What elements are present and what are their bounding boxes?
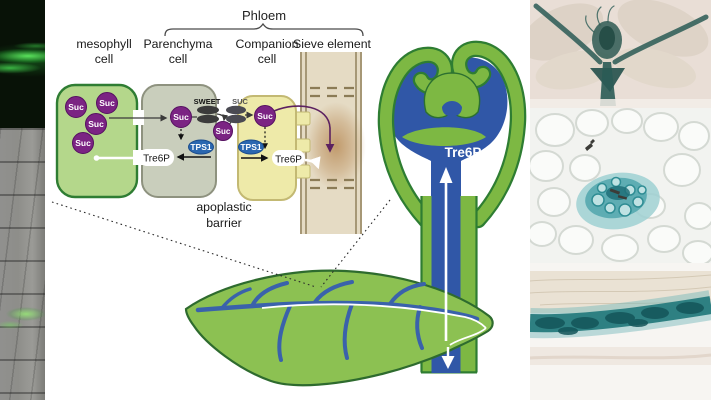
svg-text:Suc: Suc — [173, 112, 189, 122]
sieve-element-label: Sieve element — [293, 37, 372, 51]
parenchyma-label-line1: Parenchyma — [143, 37, 212, 51]
zoom-connector-lines — [51, 199, 391, 288]
source-leaf — [184, 269, 494, 387]
apoplastic-barrier-label: apoplastic barrier — [196, 200, 251, 230]
phloem-bracket: Phloem — [164, 8, 364, 37]
phloem-loading-diagram: Phloem mesophyll cell Parenchyma cell Co… — [51, 8, 527, 387]
stained-vasculature-longitudinal-micrograph — [530, 263, 711, 400]
tre6p-box-label: Tre6P — [143, 154, 170, 165]
sweet-transporter: SWEET — [194, 97, 221, 124]
svg-text:Suc: Suc — [68, 102, 84, 112]
down-arrowhead — [441, 356, 455, 369]
suc-transporter-label: SUC — [232, 97, 248, 106]
companion-label-line2: cell — [258, 52, 276, 66]
phloem-transport-arrows: Tre6P — [439, 145, 487, 369]
cell-type-labels: mesophyll cell Parenchyma cell Companion… — [76, 37, 371, 66]
suc-molecule: Suc — [65, 96, 87, 118]
svg-text:Suc: Suc — [75, 138, 91, 148]
svg-text:TPS1: TPS1 — [240, 142, 262, 152]
suc-molecule: Suc — [213, 121, 233, 141]
parenchyma-label-line2: cell — [169, 52, 187, 66]
svg-text:barrier: barrier — [206, 216, 242, 230]
leaf-phloem-stream — [261, 303, 487, 329]
suc-molecules: Suc Suc Suc Suc Suc Suc Suc — [65, 92, 276, 154]
suc-to-tre6p-dotted-arrows — [178, 127, 268, 150]
brightfield-cells-micrograph — [0, 128, 45, 400]
apex-collar — [402, 127, 486, 146]
suc-molecule: Suc — [85, 113, 107, 135]
phloem-stream-tre6p-label: Tre6P — [445, 145, 482, 160]
sieve-element-column — [300, 52, 366, 234]
phloem-label: Phloem — [242, 8, 286, 23]
tre6p-box-label: Tre6P — [275, 155, 302, 166]
svg-text:TPS1: TPS1 — [190, 142, 212, 152]
parenchyma-cell — [141, 84, 217, 198]
svg-text:Suc: Suc — [216, 127, 231, 136]
meristem-notch — [442, 101, 462, 116]
svg-text:Suc: Suc — [99, 98, 115, 108]
export-arrows — [93, 105, 335, 170]
leaf-blade — [184, 269, 494, 387]
left-micrograph-strip — [0, 0, 45, 400]
seedling-gus-micrograph — [530, 0, 711, 108]
tps1-enzyme: TPS1 — [188, 139, 214, 155]
svg-text:Suc: Suc — [257, 111, 273, 121]
up-arrowhead — [439, 167, 453, 183]
sweet-label: SWEET — [194, 97, 221, 106]
svg-text:apoplastic: apoplastic — [196, 200, 251, 214]
svg-text:Suc: Suc — [88, 119, 104, 129]
companion-label-line1: Companion — [236, 37, 299, 51]
vascular-bundle-cross-section-micrograph — [530, 108, 711, 263]
fluorescence-micrograph — [0, 0, 45, 128]
suc-molecule: Suc — [72, 132, 94, 154]
suc-molecule: Suc — [96, 92, 118, 114]
tre6p-boxes: Tre6P Tre6P — [139, 149, 305, 166]
tps1-arrows — [176, 153, 269, 162]
leaf-veins — [195, 280, 480, 362]
suc-molecule: Suc — [170, 106, 192, 128]
right-micrograph-strip — [530, 0, 711, 400]
tps1-enzyme: TPS1 — [238, 139, 264, 155]
suc-transporter: SUC — [226, 97, 248, 124]
mesophyll-label-line2: cell — [95, 52, 113, 66]
suc-molecule: Suc — [254, 105, 276, 127]
tps1-enzymes: TPS1 TPS1 — [188, 139, 264, 155]
sieve-plates — [310, 86, 354, 190]
apical-meristem-dome — [423, 72, 481, 119]
mesophyll-label-line1: mesophyll — [76, 37, 131, 51]
